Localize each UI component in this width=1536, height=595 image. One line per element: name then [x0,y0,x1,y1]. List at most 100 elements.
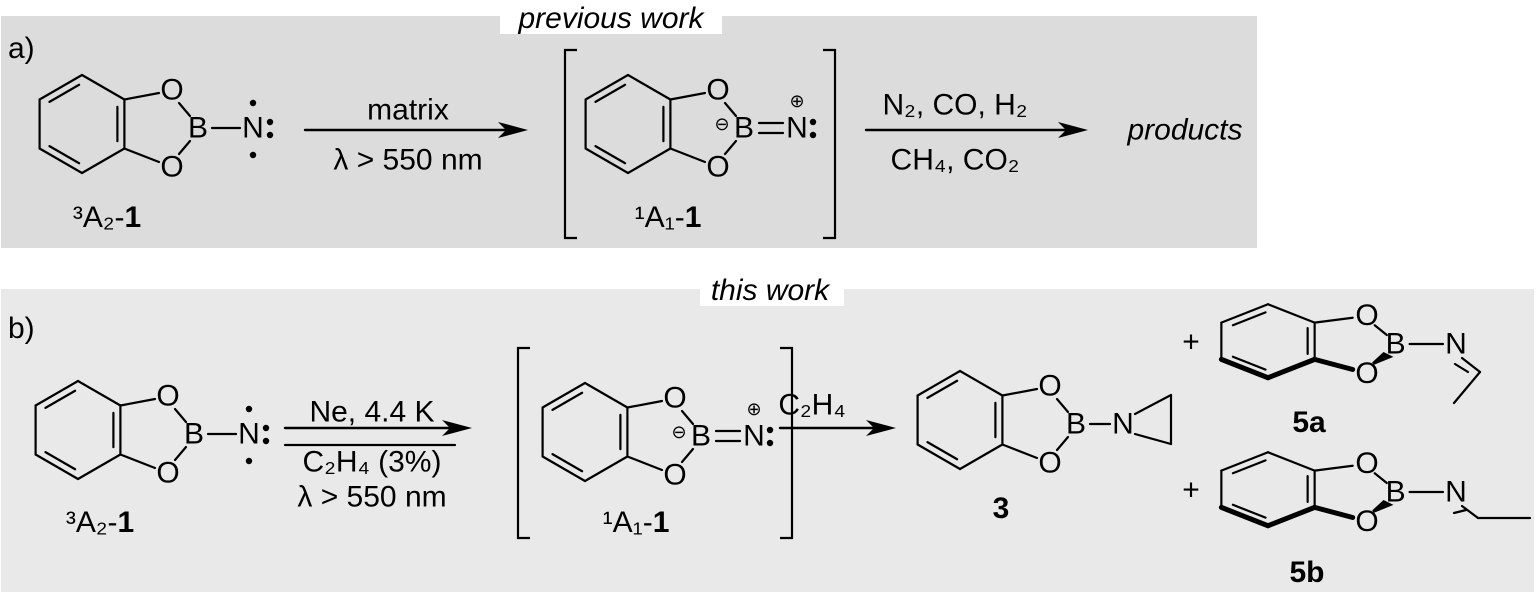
lone-pair-dot [766,439,774,447]
ring-bond [584,73,630,101]
o-b-wedge-bond [1372,351,1394,365]
arrow-a1-head [498,122,528,138]
c-o-bond [123,147,161,164]
arrow-a1-condition-top: matrix [367,94,449,127]
c-o-bond [669,147,707,164]
oxygen-label: O [1355,447,1378,480]
c-o-bond [1312,356,1356,372]
c-o-bond [119,453,157,470]
panel-a-header-bg [500,0,722,34]
o-b-bond [177,101,192,118]
ring-inner-double-bond [551,391,584,411]
negative-charge-icon: ⊖ [714,114,729,134]
ring-bond [1266,451,1316,472]
nitrogen-label: N [1445,476,1467,509]
product-3-label: 3 [993,492,1010,525]
product-5a-label: 5a [1292,406,1326,439]
arrow-a1-condition-bottom: λ > 550 nm [333,144,482,177]
ring-bond [1218,356,1271,381]
o-b-bond [680,409,695,426]
o-b-bond [680,447,695,464]
o-b-bond [173,407,188,424]
c-o-bond [626,455,664,472]
aziridine-bond [1133,393,1173,416]
boron-label: B [734,112,754,145]
ring-bond [38,147,84,175]
right-bracket-a [823,48,837,240]
ring-inner-double-bond [44,389,77,409]
boron-label: B [1066,408,1086,441]
arrow-a2-reagents-top: N₂, CO, H₂ [883,89,1028,122]
oxygen-label: O [160,74,183,107]
oxygen-label: O [706,151,729,184]
oxygen-label: O [1038,370,1061,403]
ring-inner-double-bond [48,145,81,165]
ring-bond [916,443,962,471]
ring-bond [1218,504,1271,529]
oxygen-label: O [1355,299,1378,332]
lone-pair-dot [262,424,270,432]
ring-inner-double-bond [48,83,81,103]
arrow-a2-reagents-bottom: CH₄, CO₂ [891,144,1020,177]
n-c-double-bond-inner [1452,508,1468,515]
ring-inner-double-bond [926,441,959,461]
ring-bond [34,453,80,481]
start-compound-label-b: ³A₂-1 [66,506,134,539]
intermediate-label-b: ¹A₁-1 [603,506,670,539]
oxygen-label: O [663,459,686,492]
plus-sign: + [1182,474,1200,507]
o-b-bond [723,101,738,118]
n-c-double-bond [1460,356,1482,374]
c-o-bond [1312,504,1356,520]
o-b-bond [1055,397,1070,414]
arrow-b2-head [866,420,896,436]
ring-bond [1265,356,1318,381]
ring-bond [76,379,122,407]
oxygen-label: O [706,74,729,107]
ring-bond [76,453,122,481]
nitrogen-label: N [743,420,765,453]
right-bracket-b [780,346,794,540]
panel-b-header-bg [700,272,844,306]
ring-bond [626,73,672,101]
ring-bond [584,147,630,175]
ring-bond [916,369,962,397]
ring-bond [583,381,629,409]
ring-inner-double-bond [926,379,959,399]
electron-dot [249,99,257,107]
positive-charge-icon: ⊕ [746,399,761,419]
arrow-b1-head [442,420,472,436]
c-o-bond [123,91,161,101]
left-bracket-a [563,48,577,240]
o-b-bond [1055,435,1070,452]
electron-dot [249,151,257,159]
panel-b-header: this work [711,274,831,307]
c-o-bond [1313,316,1354,324]
c-o-bond [626,399,664,409]
ring-bond [583,455,629,483]
ring-bond [958,369,1004,397]
oxygen-label: O [160,151,183,184]
lone-pair-dot [766,426,774,434]
panel-a-header: previous work [517,2,705,35]
start-compound-label-a: ³A₂-1 [73,201,141,234]
oxygen-label: O [1355,357,1378,390]
lone-pair-dot [809,118,817,126]
ring-inner-double-bond [44,451,77,471]
ring-bond [1220,303,1270,324]
lone-pair-dot [266,118,274,126]
boron-label: B [184,418,204,451]
c-c-bond [1452,370,1482,405]
ring-inner-double-bond [551,453,584,473]
oxygen-label: O [663,382,686,415]
nitrogen-label: N [242,112,264,145]
ring-inner-double-bond [594,83,627,103]
panel-a-background [1,16,1257,248]
lone-pair-dot [809,131,817,139]
ring-bond [34,379,80,407]
arrow-b2-reagent: C₂H₄ [778,389,845,422]
c-o-bond [1001,387,1039,397]
ring-bond [38,73,84,101]
oxygen-label: O [1038,447,1061,480]
